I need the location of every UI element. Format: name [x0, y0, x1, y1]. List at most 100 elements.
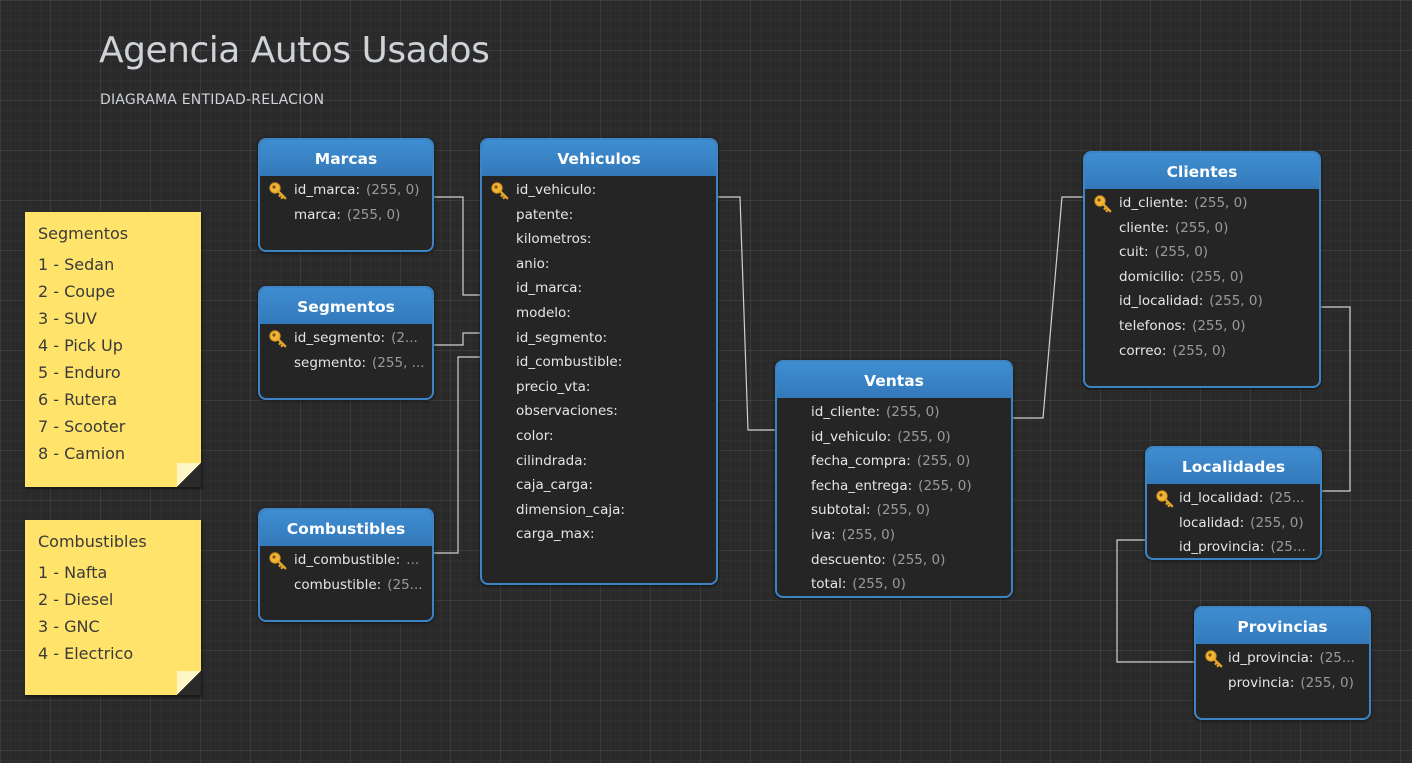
field-row[interactable]: total:(255, 0)	[777, 572, 1011, 596]
field-row[interactable]: carga_max:	[482, 522, 716, 547]
field-row[interactable]: cilindrada:	[482, 449, 716, 474]
entity-title: Segmentos	[260, 288, 432, 324]
field-name: id_marca:	[294, 182, 360, 198]
note-line: 1 - Nafta	[38, 563, 108, 582]
note-segmentos[interactable]: Segmentos 1 - Sedan 2 - Coupe 3 - SUV 4 …	[25, 212, 201, 487]
field-row[interactable]: kilometros:	[482, 227, 716, 252]
field-row[interactable]: cuit:(255, 0)	[1085, 240, 1319, 265]
field-row[interactable]: id_vehiculo:(255, 0)	[777, 425, 1011, 450]
note-line: 4 - Electrico	[38, 644, 134, 663]
field-row[interactable]: id_cliente:(255, 0)	[777, 400, 1011, 425]
primary-key-icon	[1156, 490, 1174, 508]
field-row[interactable]: precio_vta:	[482, 375, 716, 400]
field-row[interactable]: localidad:(255, 0)	[1147, 511, 1320, 536]
note-combustibles[interactable]: Combustibles 1 - Nafta 2 - Diesel 3 - GN…	[25, 520, 201, 695]
entity-ventas[interactable]: Ventas id_cliente:(255, 0)id_vehiculo:(2…	[775, 360, 1013, 598]
field-row[interactable]: color:	[482, 424, 716, 449]
field-row[interactable]: fecha_entrega:(255, 0)	[777, 474, 1011, 499]
field-type: (25...	[1269, 490, 1305, 506]
field-row[interactable]: caja_carga:	[482, 473, 716, 498]
entity-marcas[interactable]: Marcas id_marca: (255, 0) marca:(255, 0)	[258, 138, 434, 252]
field-row[interactable]: id_combustible:	[482, 350, 716, 375]
field-type: (255, 0)	[841, 526, 896, 543]
field-name: id_combustible:	[294, 552, 401, 568]
field-row[interactable]: id_localidad:(25...	[1147, 486, 1320, 511]
field-row[interactable]: id_segmento:(2...	[260, 326, 432, 351]
note-line: 7 - Scooter	[38, 417, 126, 436]
note-line: 1 - Sedan	[38, 255, 115, 274]
field-name: descuento:	[811, 551, 886, 568]
field-type: (255, 0)	[366, 182, 420, 198]
field-row[interactable]: anio:	[482, 252, 716, 277]
field-name: id_cliente:	[811, 404, 881, 420]
field-name: combustible:	[294, 576, 382, 593]
entity-combustibles[interactable]: Combustibles id_combustible:...combustib…	[258, 508, 434, 622]
field-row[interactable]: correo:(255, 0)	[1085, 339, 1319, 364]
entity-clientes[interactable]: Clientes id_cliente:(255, 0)cliente:(255…	[1083, 151, 1321, 388]
primary-key-icon	[1205, 650, 1223, 668]
field-type: (25...	[1319, 650, 1355, 666]
field-type: (255, 0)	[1209, 293, 1263, 310]
entity-provincias[interactable]: Provincias id_provincia:(25...provincia:…	[1194, 606, 1371, 720]
field-row[interactable]: marca:(255, 0)	[260, 203, 432, 228]
entity-title: Vehiculos	[482, 140, 716, 176]
entity-title: Provincias	[1196, 608, 1369, 644]
field-row[interactable]: id_combustible:...	[260, 548, 432, 573]
field-list: id_localidad:(25...localidad:(255, 0)id_…	[1147, 484, 1320, 558]
field-list: id_combustible:...combustible:(25...	[260, 546, 432, 597]
field-name: cliente:	[1119, 219, 1169, 236]
field-row[interactable]: fecha_compra:(255, 0)	[777, 449, 1011, 474]
field-row[interactable]: id_provincia:(25...	[1147, 535, 1320, 558]
entity-title: Marcas	[260, 140, 432, 176]
field-row[interactable]: id_marca:	[482, 276, 716, 301]
diagram-title: Agencia Autos Usados	[99, 30, 490, 71]
field-name: marca:	[294, 206, 341, 223]
field-name: id_marca:	[516, 280, 582, 297]
field-name: precio_vta:	[516, 378, 591, 395]
entity-segmentos[interactable]: Segmentos id_segmento:(2... segmento: (255…	[258, 286, 434, 400]
field-name: id_segmento:	[516, 329, 608, 346]
field-name: segmento:	[294, 354, 367, 371]
field-row[interactable]: id_cliente:(255, 0)	[1085, 191, 1319, 216]
entity-vehiculos[interactable]: Vehiculos id_vehiculo: patente:kilometros…	[480, 138, 718, 585]
field-row[interactable]: id_provincia:(25...	[1196, 646, 1369, 671]
field-row[interactable]: dimension_caja:	[482, 498, 716, 523]
field-row[interactable]: iva:(255, 0)	[777, 523, 1011, 548]
field-row[interactable]: subtotal:(255, 0)	[777, 498, 1011, 523]
note-title: Combustibles	[38, 532, 147, 551]
field-row[interactable]: observaciones:	[482, 399, 716, 424]
connector-combustibles-vehiculos	[433, 356, 482, 554]
field-type: (255, 0)	[852, 576, 906, 593]
field-list: id_provincia:(25...provincia:(255, 0)	[1196, 644, 1369, 695]
entity-localidades[interactable]: Localidades id_localidad:(25...localidad…	[1145, 446, 1322, 560]
field-type: (255, 0)	[876, 502, 931, 519]
connector-segmentos-vehiculos	[433, 332, 482, 346]
note-fold	[177, 463, 201, 487]
primary-key-icon	[269, 182, 287, 200]
note-title: Segmentos	[38, 224, 129, 243]
field-name: id_vehiculo:	[516, 182, 597, 198]
field-type: (255, 0)	[891, 551, 946, 568]
field-row[interactable]: segmento: (255, ...	[260, 351, 432, 376]
field-name: modelo:	[516, 304, 571, 321]
field-type: (255, ...	[372, 354, 425, 371]
field-row[interactable]: id_localidad:(255, 0)	[1085, 289, 1319, 314]
field-row[interactable]: id_marca: (255, 0)	[260, 178, 432, 203]
field-type: (255, 0)	[1300, 674, 1354, 691]
diagram-subtitle: DIAGRAMA ENTIDAD-RELACION	[100, 92, 325, 108]
field-row[interactable]: descuento: (255, 0)	[777, 548, 1011, 573]
field-row[interactable]: telefonos:(255, 0)	[1085, 314, 1319, 339]
field-row[interactable]: id_segmento:	[482, 326, 716, 351]
field-row[interactable]: modelo:	[482, 301, 716, 326]
entity-title: Clientes	[1085, 153, 1319, 189]
field-list: id_vehiculo: patente:kilometros:anio: id_m…	[482, 176, 716, 547]
note-line: 8 - Camion	[38, 444, 126, 463]
connector-ventas-clientes	[1011, 196, 1085, 419]
field-row[interactable]: provincia:(255, 0)	[1196, 671, 1369, 696]
field-row[interactable]: id_vehiculo:	[482, 178, 716, 203]
field-row[interactable]: combustible:(25...	[260, 573, 432, 598]
field-row[interactable]: cliente:(255, 0)	[1085, 216, 1319, 241]
field-row[interactable]: domicilio:(255, 0)	[1085, 265, 1319, 290]
field-row[interactable]: patente:	[482, 203, 716, 228]
